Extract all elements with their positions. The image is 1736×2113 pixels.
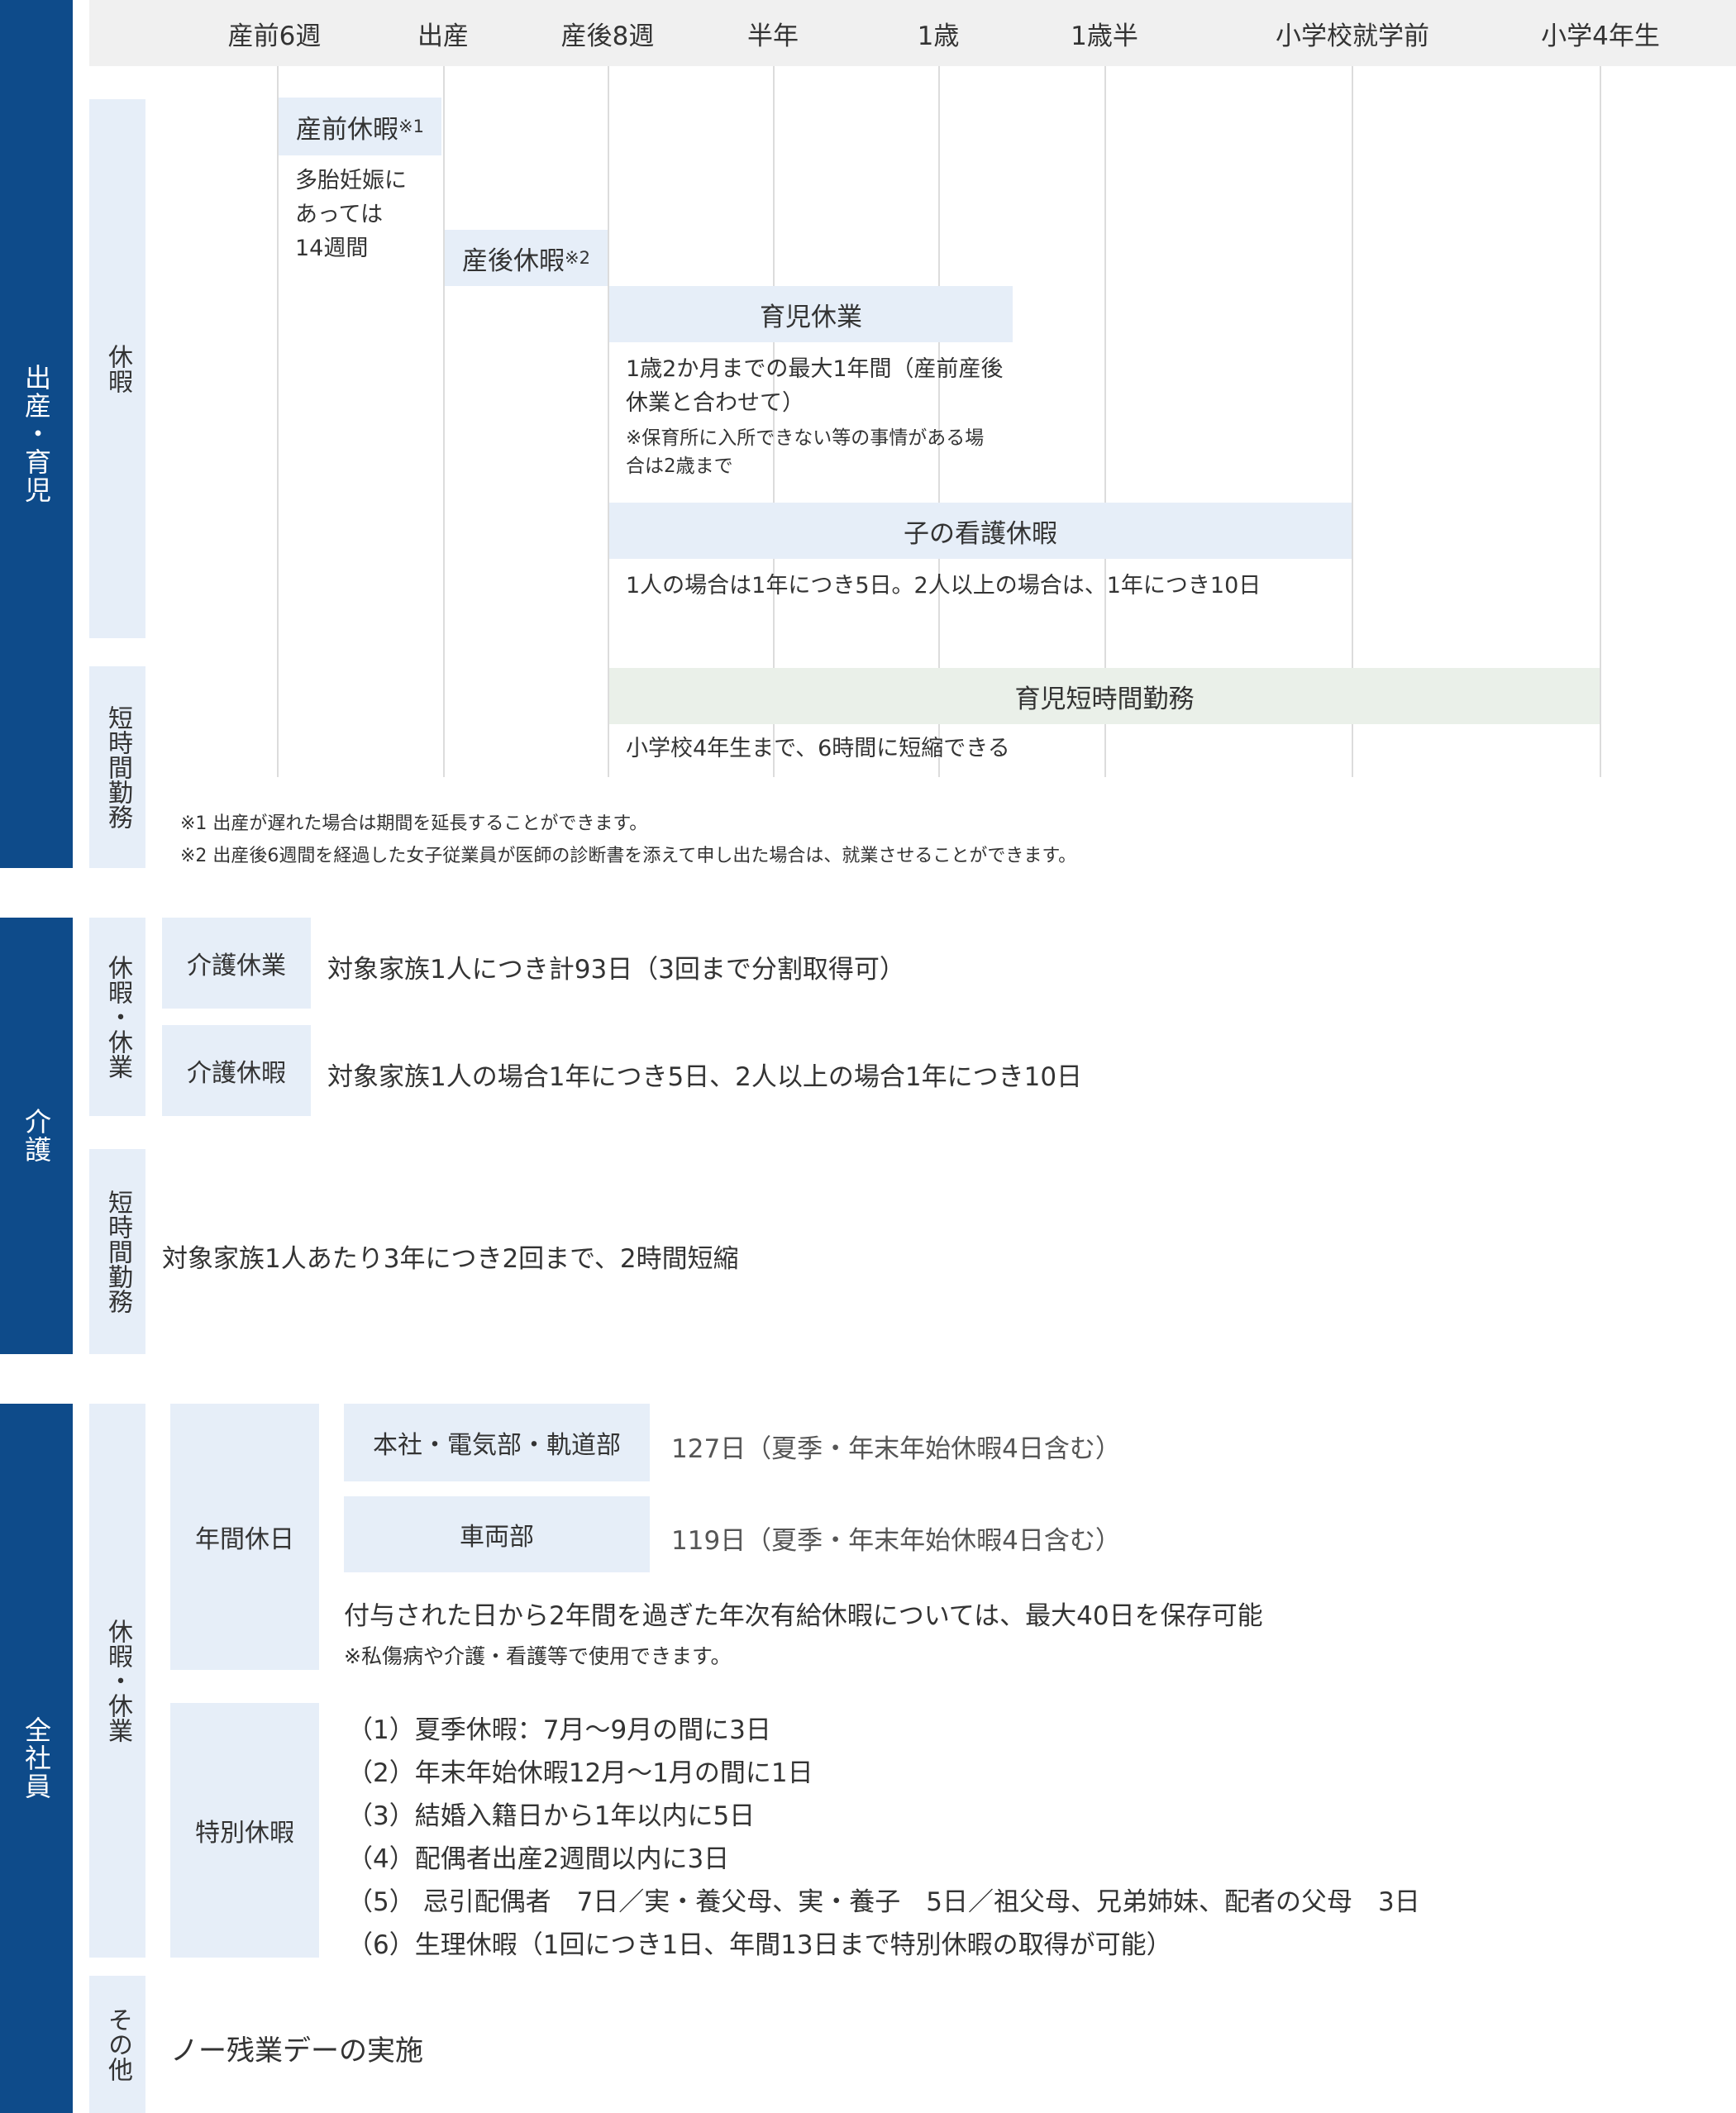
special-leave-item: （6）生理休暇（1回につき1日、年間13日まで特別休暇の取得が可能）: [347, 1930, 1172, 1960]
special-leave-item: （1）夏季休暇：7月～9月の間に3日: [347, 1715, 771, 1745]
caregiving-short-work-desc: 対象家族1人あたり3年につき2回まで、2時間短縮: [162, 1244, 739, 1274]
caregiving-leave-desc: 対象家族1人につき計93日（3回まで分割取得可）: [327, 955, 905, 985]
timeline-tick: 産後8週: [560, 21, 655, 51]
footnote: ※1 出産が遅れた場合は期間を延長することができます。: [180, 813, 648, 834]
special-leave-item: （3）結婚入籍日から1年以内に5日: [347, 1801, 756, 1831]
subcategory-other: その他: [89, 1976, 145, 2113]
paid-leave-usage-note: ※私傷病や介護・看護等で使用できます。: [344, 1644, 732, 1668]
special-leave-item: （2）年末年始休暇12月～1月の間に1日: [347, 1758, 813, 1788]
annual-holidays-label: 年間休日: [170, 1404, 319, 1670]
grid-line: [773, 66, 775, 777]
timeline-tick: 小学4年生: [1541, 21, 1660, 51]
category-caregiving: 介護: [0, 918, 73, 1354]
grid-line: [1104, 66, 1106, 777]
category-childbirth: 出産・育児: [0, 0, 73, 868]
postnatal-leave-label: 産後休暇: [462, 246, 565, 276]
annual-holidays-row-value: 119日（夏季・年末年始休暇4日含む）: [671, 1526, 1121, 1556]
annual-holidays-row-value: 127日（夏季・年末年始休暇4日含む）: [671, 1434, 1121, 1464]
grid-line: [443, 66, 445, 777]
special-leave-item: （5） 忌引配偶者 7日／実・養父母、実・養子 5日／祖父母、兄弟姉妹、配者の父…: [347, 1887, 1420, 1917]
child-nursing-leave-bar: 子の看護休暇: [609, 503, 1352, 559]
childcare-short-work-desc: 小学校4年生まで、6時間に短縮できる: [626, 736, 1010, 761]
prenatal-note-line: あっては: [295, 202, 384, 227]
category-all-employees: 全社員: [0, 1404, 73, 2113]
prenatal-leave-bar: 産前休暇※1: [279, 98, 441, 155]
childcare-leave-bar: 育児休業: [609, 286, 1013, 342]
child-nursing-leave-desc: 1人の場合は1年につき5日。2人以上の場合は、1年につき10日: [626, 573, 1261, 599]
subcategory-short-work: 短時間勤務: [89, 666, 145, 868]
footnote-mark: ※1: [398, 117, 424, 136]
timeline-tick: 半年: [747, 21, 799, 51]
grid-line: [1352, 66, 1353, 777]
timeline-tick: 小学校就学前: [1276, 21, 1429, 51]
subcategory-leave: 休暇・休業: [89, 918, 145, 1116]
childcare-leave-desc-line: 1歳2か月までの最大1年間（産前産後: [626, 356, 1004, 382]
footnote: ※2 出産後6週間を経過した女子従業員が医師の診断書を添えて申し出た場合は、就業…: [180, 846, 1077, 866]
caregiving-leave-label: 介護休業: [162, 918, 311, 1009]
childcare-short-work-bar: 育児短時間勤務: [609, 668, 1600, 724]
childcare-leave-note-line: ※保育所に入所できない等の事情がある場: [626, 427, 985, 449]
special-leave-item: （4）配偶者出産2週間以内に3日: [347, 1844, 730, 1874]
grid-line: [938, 66, 940, 777]
subcategory-leave: 休暇・休業: [89, 1404, 145, 1958]
subcategory-short-work: 短時間勤務: [89, 1149, 145, 1354]
grid-line: [1600, 66, 1601, 777]
prenatal-note: 多胎妊娠に あっては 14週間: [295, 164, 407, 265]
postnatal-leave-bar: 産後休暇※2: [445, 230, 608, 286]
timeline-tick: 1歳半: [1071, 21, 1138, 51]
paid-leave-carryover-note: 付与された日から2年間を過ぎた年次有給休暇については、最大40日を保存可能: [344, 1601, 1263, 1631]
caregiving-day-leave-label: 介護休暇: [162, 1025, 311, 1116]
timeline-tick: 出産: [417, 21, 469, 51]
grid-line: [608, 66, 609, 777]
no-overtime-day-desc: ノー残業デーの実施: [170, 2034, 423, 2068]
footnote-mark: ※2: [565, 248, 590, 268]
childcare-leave-desc-line: 休業と合わせて）: [626, 390, 804, 416]
prenatal-note-line: 多胎妊娠に: [295, 168, 407, 193]
annual-holidays-row-label: 本社・電気部・軌道部: [344, 1404, 650, 1481]
grid-line: [277, 66, 279, 777]
prenatal-leave-label: 産前休暇: [296, 114, 399, 145]
timeline-tick: 産前6週: [227, 21, 322, 51]
childcare-leave-note-line: 合は2歳まで: [626, 456, 733, 477]
prenatal-note-line: 14週間: [295, 236, 369, 261]
subcategory-leave: 休暇: [89, 99, 145, 638]
timeline-header: [89, 0, 1736, 66]
childcare-leave-desc: 1歳2か月までの最大1年間（産前産後 休業と合わせて）: [626, 352, 1004, 420]
annual-holidays-row-label: 車両部: [344, 1496, 650, 1572]
timeline-tick: 1歳: [917, 21, 960, 51]
caregiving-day-leave-desc: 対象家族1人の場合1年につき5日、2人以上の場合1年につき10日: [327, 1062, 1083, 1092]
childcare-leave-note: ※保育所に入所できない等の事情がある場 合は2歳まで: [626, 424, 984, 480]
special-leave-label: 特別休暇: [170, 1703, 319, 1958]
